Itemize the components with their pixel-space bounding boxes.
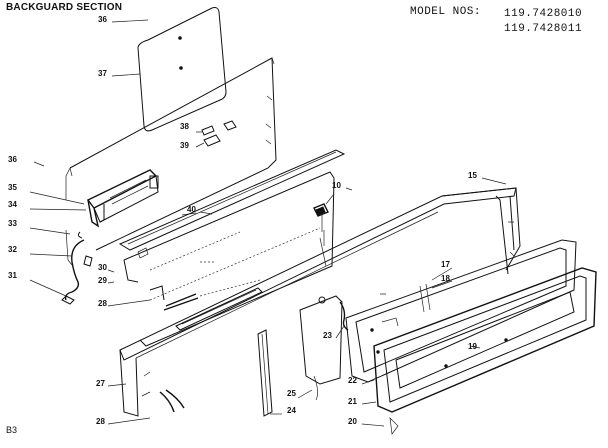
- diagram-title: BACKGUARD SECTION: [6, 2, 123, 13]
- part-label-32: 32: [8, 245, 17, 254]
- part-label-24: 24: [287, 406, 296, 415]
- igniter-28: [107, 279, 261, 311]
- part-label-37: 37: [98, 69, 107, 78]
- part-label-15: 15: [468, 171, 477, 180]
- model-number-2: 119.7428011: [504, 23, 583, 35]
- part-number-labels: 36 37 38 39 36 35 34 33 32 31 40 30 29 28 27 28 10 15 17 18…: [8, 15, 477, 426]
- end-cap-25: [297, 295, 343, 401]
- part-label-21: 21: [348, 397, 357, 406]
- part-label-28: 28: [96, 417, 105, 426]
- glass-frame-17-18: [345, 239, 577, 383]
- bracket-38-39: [195, 120, 237, 148]
- part-label-40: 40: [187, 205, 196, 214]
- model-label: MODEL NOS:: [410, 6, 482, 18]
- part-label-17: 17: [441, 260, 450, 269]
- rear-cover-panel: [137, 7, 227, 132]
- backguard-panel: [65, 57, 277, 266]
- front-control-panel: [107, 187, 517, 425]
- part-label-36: 36: [98, 15, 107, 24]
- part-label-35: 35: [8, 183, 17, 192]
- part-label-31: 31: [8, 271, 17, 280]
- part-label-38: 38: [180, 122, 189, 131]
- backsplash-15: [441, 177, 521, 275]
- part-label-33: 33: [8, 219, 17, 228]
- model-numbers: 119.7428010 119.7428011: [504, 7, 582, 37]
- leader-lines: [33, 19, 353, 215]
- part-label-39: 39: [180, 141, 189, 150]
- trim-bar-24: [257, 329, 282, 417]
- part-label-36: 36: [8, 155, 17, 164]
- control-box-housing: [29, 169, 159, 235]
- part-label-20: 20: [348, 417, 357, 426]
- knob-10: [313, 193, 335, 246]
- trim-strip-40: [118, 149, 346, 251]
- part-label-19: 19: [468, 342, 477, 351]
- part-label-10: 10: [332, 181, 341, 190]
- part-label-27: 27: [96, 379, 105, 388]
- part-label-29: 29: [98, 276, 107, 285]
- part-label-18: 18: [441, 274, 450, 283]
- part-label-30: 30: [98, 263, 107, 272]
- part-label-23: 23: [323, 331, 332, 340]
- page-reference: B3: [6, 425, 18, 435]
- part-label-34: 34: [8, 200, 17, 209]
- outer-bezel-19-22: [361, 267, 597, 435]
- part-label-22: 22: [348, 376, 357, 385]
- part-label-25: 25: [287, 389, 296, 398]
- part-label-28: 28: [98, 299, 107, 308]
- wire-harness: [29, 231, 115, 305]
- clip-23: [335, 301, 349, 339]
- model-number-1: 119.7428010: [504, 8, 583, 20]
- manifold-panel: [123, 171, 335, 347]
